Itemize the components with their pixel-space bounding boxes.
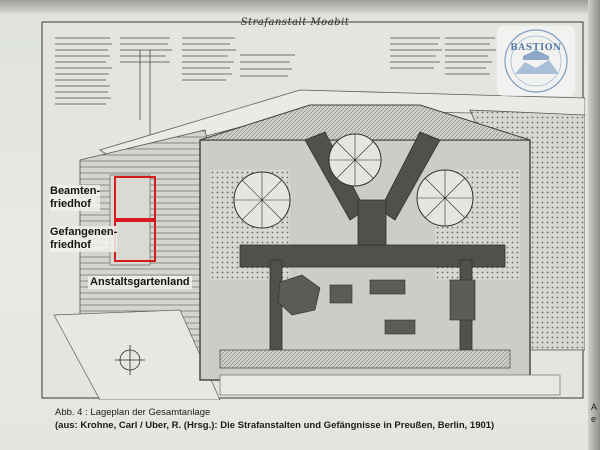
caption-line-2: (aus: Krohne, Carl / Uber, R. (Hrsg.): D… [55,420,495,431]
gefangenenfriedhof-highlight-box [114,220,156,262]
plan-title: Strafanstalt Moabit [240,17,350,28]
beamten-friedhof-line: friedhof [50,198,91,210]
site-plan-drawing [40,20,585,400]
board-top-edge [0,0,600,14]
legend-lines [55,37,496,140]
bastion-logo-icon [504,29,568,93]
gefangenen-friedhof-line: friedhof [50,239,91,251]
bastion-stamp: BASTION [497,26,575,96]
figure-caption: Abb. 4 : Lageplan der Gesamtanlage (aus:… [55,406,575,432]
cropped-text-1: A [591,402,598,412]
bastion-stamp-word: BASTION [510,43,562,53]
gefangenen-line: Gefangenen- [50,226,118,238]
compass-rose-icon [115,345,145,375]
gefangenenfriedhof-label: Gefangenen- friedhof [50,226,118,252]
beamten-line: Beamten- [50,185,101,197]
caption-line-1: Abb. 4 : Lageplan der Gesamtanlage [55,407,211,418]
beamtenfriedhof-label: Beamten- friedhof [50,185,101,211]
anstaltsgartenland-label: Anstaltsgartenland [88,276,192,289]
board-right-edge [588,0,600,450]
cropped-text-2: e [591,414,597,424]
beamtenfriedhof-highlight-box [114,176,156,220]
